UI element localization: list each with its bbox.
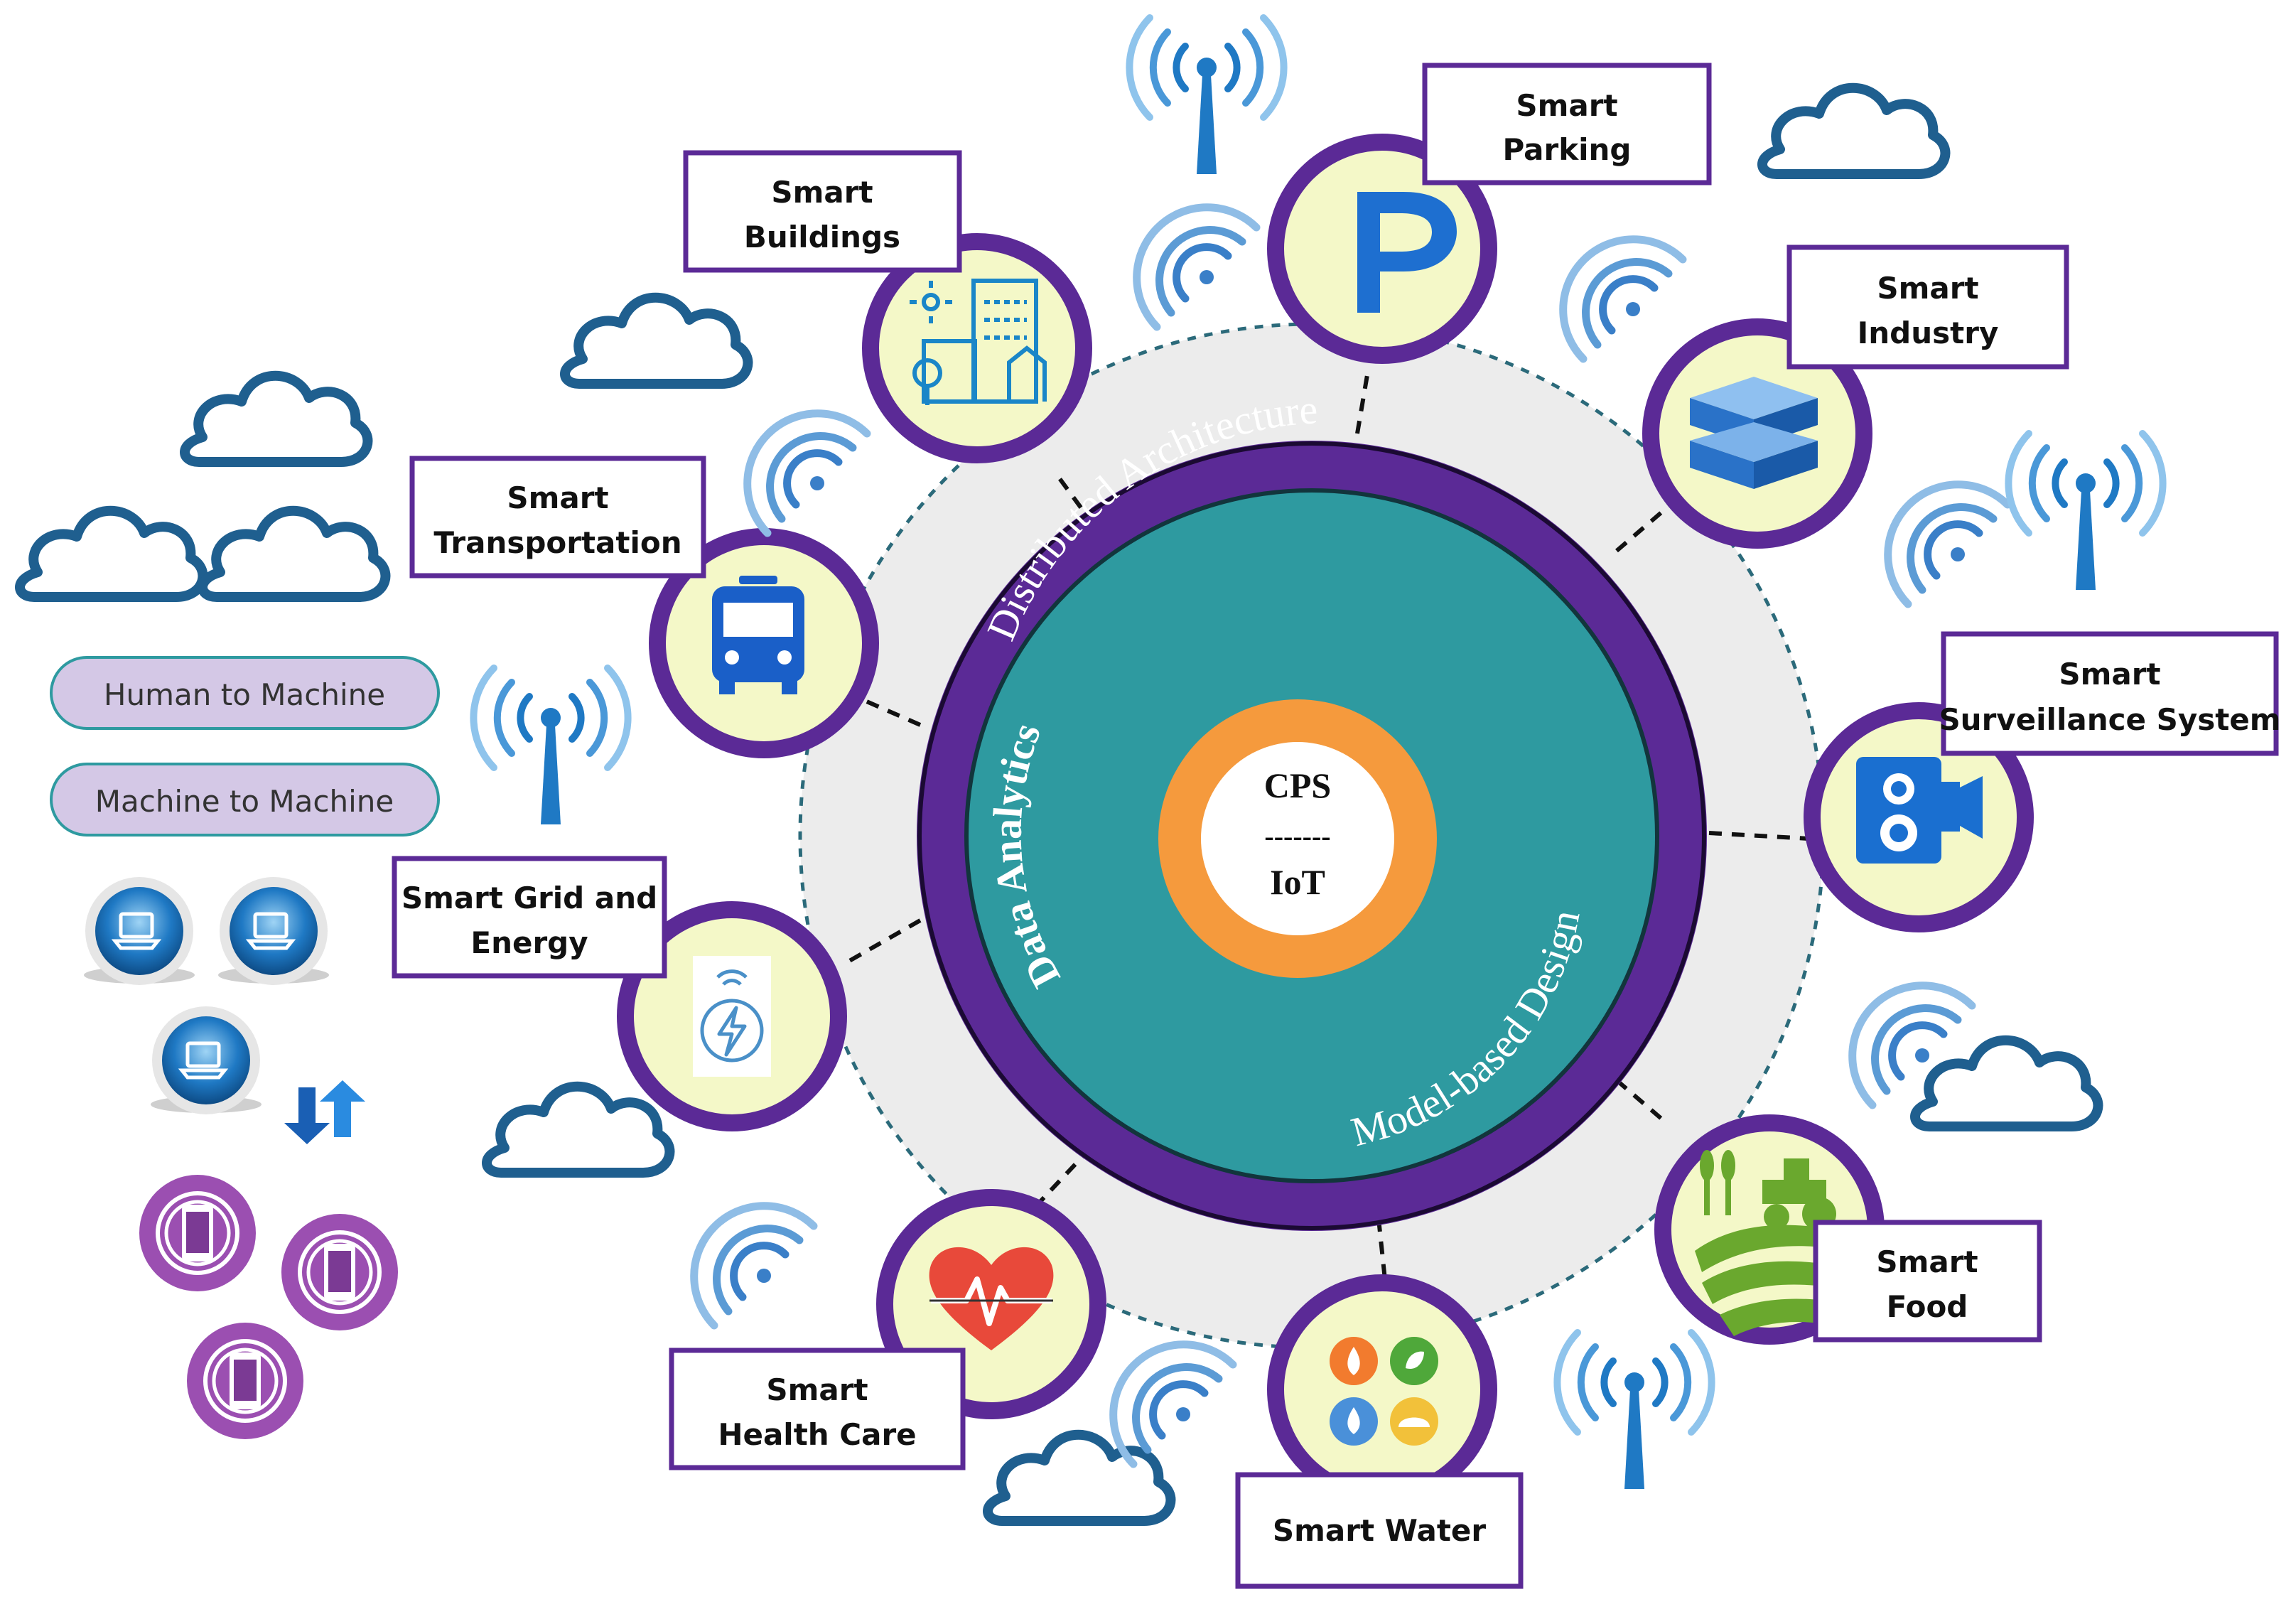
heart-icon — [929, 1247, 1054, 1350]
laptop-icon — [151, 1006, 262, 1114]
label-food-line1: Smart — [1876, 1244, 1978, 1279]
node-circle-water — [1267, 1274, 1497, 1505]
label-grid: Smart Grid and Energy — [392, 856, 667, 979]
core-iot-label: IoT — [1270, 862, 1325, 902]
label-buildings-line2: Buildings — [744, 220, 900, 254]
label-food: Smart Food — [1813, 1220, 2042, 1343]
camera-icon — [1856, 757, 1983, 864]
label-surveillance-line2: Surveillance System — [1939, 702, 2280, 737]
parking-icon — [1357, 192, 1457, 313]
wifi-icon — [1563, 240, 1683, 359]
label-parking: Smart Parking — [1422, 63, 1712, 185]
wifi-icon — [694, 1206, 814, 1325]
label-surveillance-line1: Smart — [2059, 657, 2160, 692]
energy-icon — [693, 956, 771, 1077]
label-industry-line1: Smart — [1877, 271, 1978, 306]
wifi-icon — [748, 414, 867, 533]
laptop-icon — [84, 877, 195, 985]
label-industry: Smart Industry — [1786, 244, 2069, 370]
machine-to-machine-label: Machine to Machine — [95, 784, 394, 819]
label-parking-line1: Smart — [1516, 88, 1617, 123]
human-to-machine-label: Human to Machine — [104, 677, 385, 712]
label-surveillance: Smart Surveillance System — [1939, 631, 2281, 756]
label-buildings-line1: Smart — [771, 175, 873, 210]
wifi-icon — [1853, 986, 1972, 1105]
label-food-line2: Food — [1887, 1289, 1968, 1324]
wifi-icon — [1137, 208, 1256, 327]
label-transportation-line1: Smart — [507, 480, 608, 515]
label-grid-line1: Smart Grid and — [401, 881, 657, 915]
elements-icon — [1330, 1337, 1438, 1446]
cloud-icon — [1915, 1040, 2098, 1126]
label-water-line1: Smart Water — [1273, 1513, 1487, 1548]
human-to-machine-pill: Human to Machine — [50, 656, 440, 730]
smartphone-icon — [187, 1323, 303, 1439]
smartphone-icon — [281, 1214, 398, 1330]
wifi-icon — [1888, 485, 2007, 604]
node-circle-parking — [1267, 134, 1497, 364]
server-icon — [1690, 377, 1818, 489]
label-grid-line2: Energy — [470, 925, 588, 960]
label-water: Smart Water — [1235, 1472, 1524, 1589]
core-disc — [1201, 742, 1394, 935]
label-health-line2: Health Care — [718, 1417, 916, 1452]
cloud-icon — [565, 298, 748, 384]
label-health-line1: Smart — [766, 1372, 868, 1407]
antenna-tower-icon — [2008, 434, 2162, 590]
antenna-tower-icon — [473, 668, 627, 824]
exchange-arrows-icon — [284, 1080, 365, 1144]
purple-ring-edge — [917, 441, 1706, 1230]
label-health: Smart Health Care — [669, 1348, 966, 1470]
laptop-icon — [218, 877, 329, 985]
cloud-icon — [487, 1087, 669, 1173]
core-divider: ------- — [1264, 820, 1330, 852]
core-cps-label: CPS — [1264, 765, 1331, 805]
cloud-icon — [185, 376, 367, 462]
machine-to-machine-pill: Machine to Machine — [50, 763, 440, 837]
label-transportation-line2: Transportation — [433, 525, 681, 560]
cloud-icon — [1762, 88, 1945, 174]
bus-icon — [712, 576, 804, 694]
antenna-tower-icon — [1129, 18, 1283, 174]
buildings-icon — [910, 279, 1047, 405]
cloud-icon — [203, 511, 385, 597]
connector-lines — [844, 370, 1809, 1287]
label-parking-line2: Parking — [1502, 132, 1631, 167]
label-buildings: Smart Buildings — [683, 150, 962, 273]
smartphone-icon — [139, 1175, 256, 1291]
label-industry-line2: Industry — [1858, 316, 1999, 350]
antenna-tower-icon — [1557, 1333, 1711, 1489]
label-transportation: Smart Transportation — [409, 456, 706, 579]
cloud-icon — [20, 511, 203, 597]
